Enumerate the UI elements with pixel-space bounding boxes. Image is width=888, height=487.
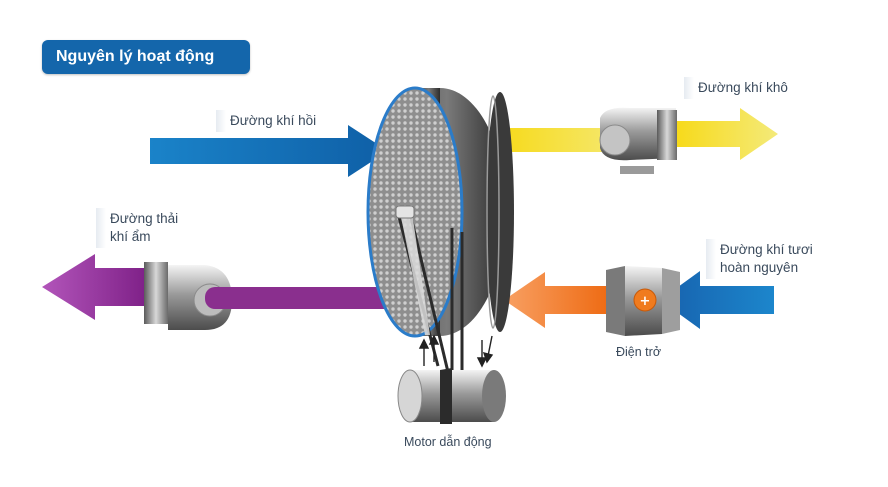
label-reactivation: Đường khí tươi hoàn nguyên (706, 239, 813, 279)
process-air-arrow (150, 125, 388, 177)
desiccant-rotor (366, 86, 514, 373)
label-motor-text: Motor dẫn động (404, 435, 492, 449)
label-exhaust-line2: khí ẩm (110, 229, 151, 244)
label-heater: Điện trở (616, 343, 661, 361)
label-dry-air-out-text: Đường khí khô (698, 80, 788, 95)
label-process-air-in: Đường khí hồi (216, 110, 317, 132)
drive-motor (397, 368, 506, 424)
label-exhaust: Đường thải khí ẩm (96, 208, 179, 248)
label-reactivation-line1: Đường khí tươi (720, 242, 813, 257)
heater-icon (633, 288, 657, 312)
label-dry-air-out: Đường khí khô (684, 77, 788, 99)
label-process-air-in-text: Đường khí hồi (230, 113, 317, 128)
title-badge: Nguyên lý hoạt động (42, 40, 250, 74)
belt-arrows (418, 334, 494, 368)
dry-air-arrow (676, 108, 778, 160)
dry-air-fan (599, 107, 677, 174)
heated-air-arrow (504, 272, 610, 328)
fresh-air-arrow (660, 271, 774, 329)
label-exhaust-line1: Đường thải (110, 211, 179, 226)
exhaust-pipe (205, 287, 430, 309)
label-reactivation-line2: hoàn nguyên (720, 260, 799, 275)
heater-unit: + (606, 266, 680, 336)
exhaust-arrow (42, 254, 150, 320)
heater-plus-symbol: + (640, 294, 651, 309)
label-motor: Motor dẫn động (404, 433, 492, 451)
label-heater-text: Điện trở (616, 345, 662, 359)
rotor-mesh-face (366, 86, 464, 338)
